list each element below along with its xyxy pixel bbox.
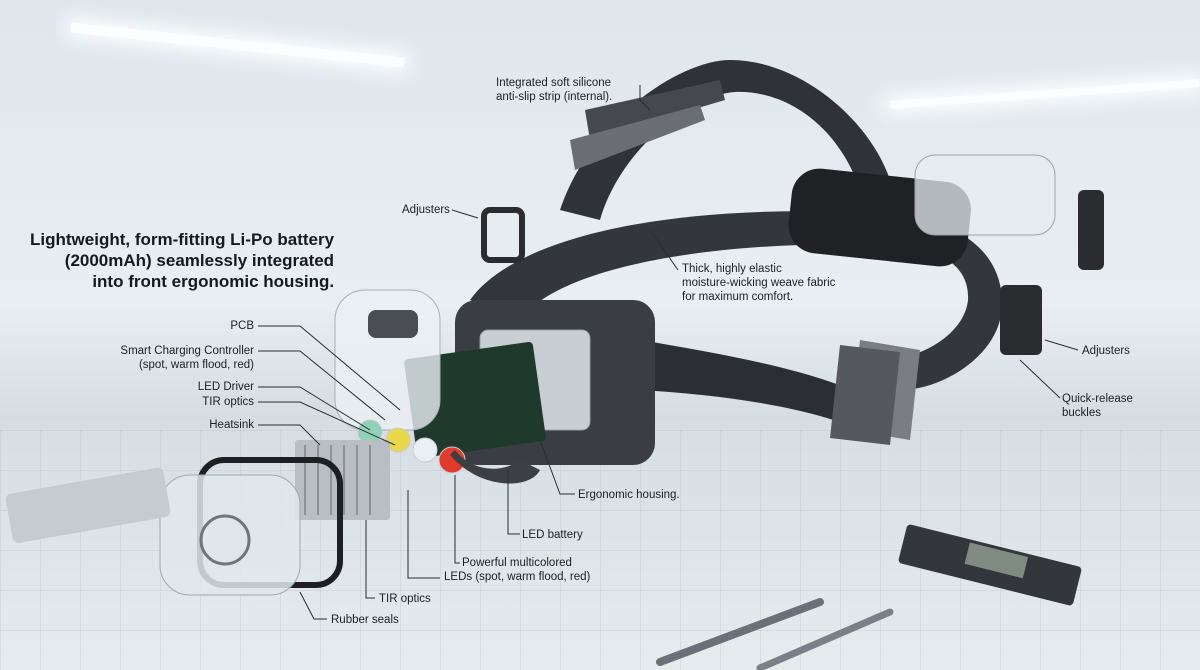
- label-line: buckles: [1062, 407, 1101, 419]
- lens-center: [199, 514, 251, 566]
- label-ergonomic-housing: Ergonomic housing.: [578, 489, 680, 501]
- label-heatsink: Heatsink: [209, 419, 254, 431]
- headline-line: into front ergonomic housing.: [92, 272, 335, 291]
- label-line: for maximum comfort.: [682, 291, 794, 303]
- fabric-layer: [830, 345, 900, 445]
- buckle-right: [1000, 285, 1042, 355]
- buckle-left: [481, 207, 525, 263]
- front-lens: [159, 474, 301, 596]
- headline-line: (2000mAh) seamlessly integrated: [64, 251, 335, 270]
- label-line: Integrated soft silicone: [496, 77, 612, 89]
- label-smart-charging-controller: Smart Charging Controller (spot, warm fl…: [120, 344, 254, 372]
- label-tir-optics-top: TIR optics: [202, 396, 254, 408]
- label-led-battery: LED battery: [522, 529, 583, 541]
- rear-cover: [1078, 190, 1104, 270]
- label-line: moisture-wicking weave fabric: [682, 277, 836, 289]
- headline-line: Lightweight, form-fitting Li-Po battery: [30, 230, 335, 249]
- label-quick-release-buckles: Quick-release buckles: [1062, 392, 1133, 420]
- battery-headline: Lightweight, form-fitting Li-Po battery …: [30, 229, 334, 292]
- caliper-display: [964, 542, 1029, 579]
- heatsink-fins: [304, 445, 371, 515]
- rear-case: [914, 154, 1056, 236]
- label-line: (spot, warm flood, red): [138, 359, 254, 371]
- label-line: Powerful multicolored: [462, 557, 572, 569]
- label-pcb: PCB: [230, 320, 254, 332]
- label-rubber-seals: Rubber seals: [331, 614, 399, 626]
- label-line: Smart Charging Controller: [120, 345, 254, 357]
- label-adjusters-right: Adjusters: [1082, 345, 1130, 357]
- screwdriver: [656, 598, 824, 666]
- head-strap: [470, 211, 1002, 390]
- screwdriver: [756, 608, 894, 670]
- label-line: Thick, highly elastic: [682, 263, 782, 275]
- silicone-layer: [570, 105, 705, 170]
- label-line: LEDs (spot, warm flood, red): [444, 571, 591, 583]
- housing-bottom: [450, 450, 540, 484]
- leader-lines: [258, 85, 1079, 620]
- label-line: Quick-release: [1062, 393, 1133, 405]
- power-button: [368, 310, 418, 338]
- label-led-driver: LED Driver: [197, 381, 254, 393]
- label-silicone-strip: Integrated soft silicone anti-slip strip…: [496, 76, 612, 104]
- silicone-strip: [585, 80, 725, 140]
- led-white: [412, 437, 438, 463]
- label-leds: Powerful multicolored LEDs (spot, warm f…: [444, 556, 590, 584]
- label-tir-optics-bottom: TIR optics: [379, 593, 431, 605]
- tablet: [5, 467, 171, 543]
- label-fabric: Thick, highly elastic moisture-wicking w…: [682, 262, 835, 304]
- label-line: anti-slip strip (internal).: [496, 91, 613, 103]
- label-adjusters-left: Adjusters: [402, 204, 450, 216]
